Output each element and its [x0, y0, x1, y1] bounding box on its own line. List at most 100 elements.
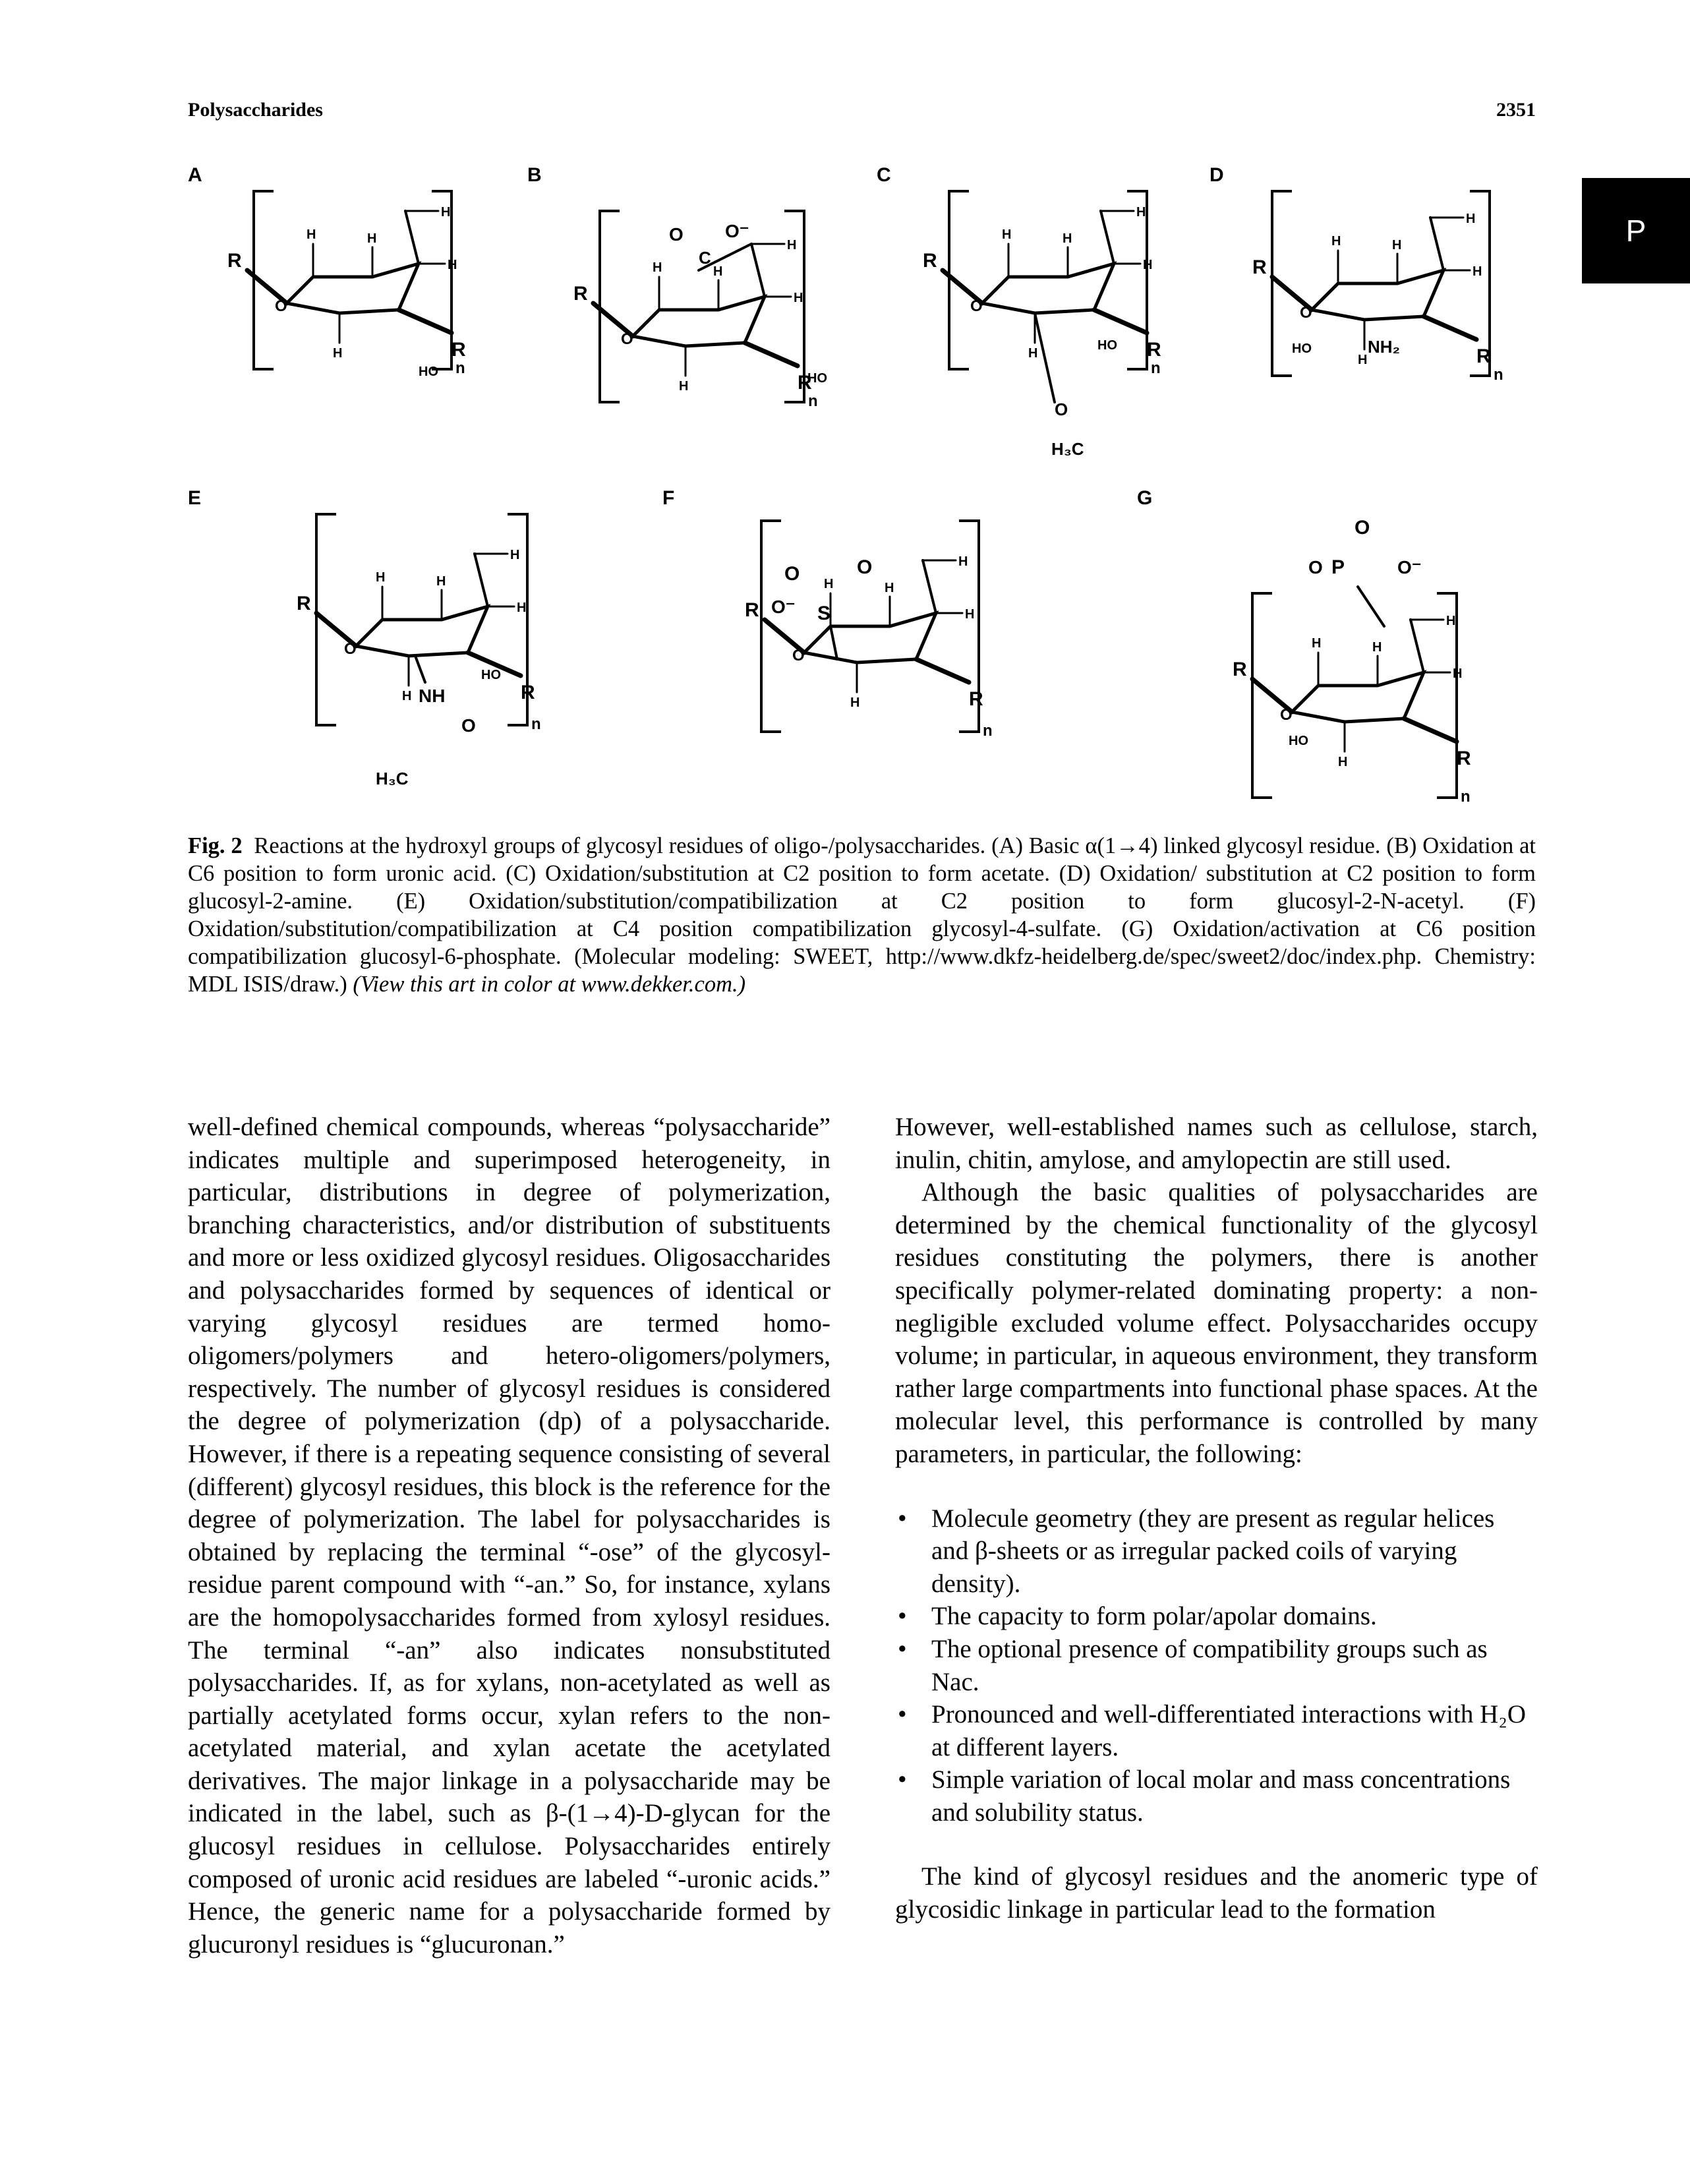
bracket-right	[1437, 592, 1458, 799]
ring-oxygen-label: O	[970, 297, 983, 315]
bracket-right	[508, 513, 529, 726]
h-label: H	[713, 264, 722, 279]
bracket-left	[252, 190, 274, 370]
caption-credit: (View this art in color at www.dekker.co…	[353, 972, 746, 997]
oxygen-label: O	[784, 563, 800, 585]
oxygen-label: O	[1355, 517, 1370, 539]
glycosyl-ring	[352, 604, 491, 658]
bullet-icon: •	[898, 1634, 907, 1663]
c6-bond	[921, 559, 937, 614]
glycosidic-bond	[396, 307, 454, 336]
glycosidic-bond	[1250, 676, 1295, 715]
acetate-bond	[1034, 312, 1056, 403]
glycosidic-bond	[940, 268, 985, 306]
carboxyl-bond	[697, 243, 753, 272]
ring-oxygen-label: O	[621, 330, 633, 348]
r-label: R	[1233, 659, 1247, 680]
glycosidic-bond	[1421, 314, 1479, 342]
glycosidic-bond	[1092, 307, 1150, 336]
hydroxyl-label: HO	[1292, 341, 1312, 356]
panel-label: A	[188, 164, 202, 186]
right-paragraph-2: Although the basic qualities of polysacc…	[895, 1178, 1538, 1468]
h-label: H	[436, 574, 446, 589]
h-label: H	[1338, 755, 1347, 769]
glycosidic-bond	[1401, 716, 1459, 744]
h-label: H	[1453, 666, 1462, 681]
bullet-icon: •	[898, 1504, 907, 1533]
bullet-item: •Simple variation of local molar and mas…	[895, 1763, 1538, 1829]
r-label: R	[969, 688, 983, 710]
h-label: H	[1358, 353, 1367, 367]
glycosidic-bond	[742, 340, 800, 369]
repeat-n-label: n	[1494, 366, 1503, 384]
h-label: H	[1466, 212, 1475, 226]
nh-label: NH	[419, 686, 445, 706]
bracket-left	[760, 519, 781, 733]
glycosyl-ring	[978, 261, 1117, 315]
section-tab: P	[1582, 178, 1690, 283]
repeat-n-label: n	[1461, 788, 1471, 806]
h-label: H	[1028, 346, 1037, 361]
c6-bond	[1429, 216, 1445, 272]
sulfur-label: S	[817, 603, 830, 624]
bullet-list: •Molecule geometry (they are present as …	[895, 1502, 1538, 1829]
running-head: Polysaccharides	[188, 99, 323, 121]
ring-oxygen-label: O	[1280, 706, 1293, 724]
oxygen-label: O⁻	[771, 597, 796, 617]
h-label: H	[376, 570, 385, 585]
r-label: R	[1457, 748, 1471, 769]
bullet-item: •Pronounced and well-differentiated inte…	[895, 1698, 1538, 1763]
h-label: H	[1392, 238, 1401, 252]
h-label: H	[794, 291, 803, 305]
phosphate-bond	[1356, 585, 1385, 628]
bracket-right	[1470, 190, 1491, 377]
page-number: 2351	[1496, 99, 1536, 121]
r-label: R	[521, 682, 535, 703]
figure-caption: Fig. 2 Reactions at the hydroxyl groups …	[188, 832, 1536, 998]
h-label: H	[1136, 205, 1146, 220]
h-label: H	[306, 227, 316, 242]
h-label: H	[958, 554, 968, 569]
h-label: H	[653, 260, 662, 275]
sulfate-bond	[829, 625, 838, 661]
r-label: R	[1252, 256, 1267, 278]
h-label: H	[1331, 234, 1341, 249]
h-label: H	[850, 695, 860, 710]
h-label: H	[333, 346, 342, 361]
bracket-left	[1251, 592, 1272, 799]
phosphorus-label: P	[1331, 556, 1345, 578]
right-paragraph-3: The kind of glycosyl residues and the an…	[895, 1862, 1538, 1924]
panel-label: E	[188, 487, 201, 509]
right-column: However, well-established names such as …	[895, 1111, 1538, 1926]
r-label: R	[573, 283, 588, 305]
left-column: well-defined chemical compounds, whereas…	[188, 1111, 830, 1961]
bracket-left	[948, 190, 969, 370]
oxygen-label: O	[461, 715, 476, 736]
r-label: R	[745, 599, 759, 621]
left-paragraph: well-defined chemical compounds, whereas…	[188, 1113, 830, 1959]
glycosidic-bond	[245, 268, 289, 306]
r-label: R	[1476, 345, 1491, 367]
h-label: H	[679, 379, 688, 394]
r-label: R	[452, 339, 466, 361]
bullet-item: •The capacity to form polar/apolar domai…	[895, 1600, 1538, 1633]
h-label: H	[885, 581, 894, 595]
glycosidic-bond	[914, 657, 972, 685]
glycosidic-bond	[314, 610, 359, 649]
h-label: H	[1063, 231, 1072, 246]
c6-bond	[1099, 210, 1115, 265]
h-label: H	[824, 577, 833, 591]
h-label: H	[1002, 227, 1011, 242]
repeat-n-label: n	[1151, 359, 1161, 377]
n-bond	[414, 655, 426, 684]
hydroxyl-label: HO	[1097, 338, 1117, 353]
h-label: H	[448, 258, 457, 272]
hydroxyl-label: HO	[1289, 734, 1308, 748]
oxygen-label: O⁻	[725, 221, 749, 241]
panel-label: F	[662, 487, 674, 509]
repeat-n-label: n	[808, 392, 818, 410]
oxygen-label: O	[1308, 557, 1323, 577]
ring-oxygen-label: O	[275, 297, 287, 315]
r-label: R	[798, 372, 812, 394]
glycosidic-bond	[465, 650, 523, 678]
